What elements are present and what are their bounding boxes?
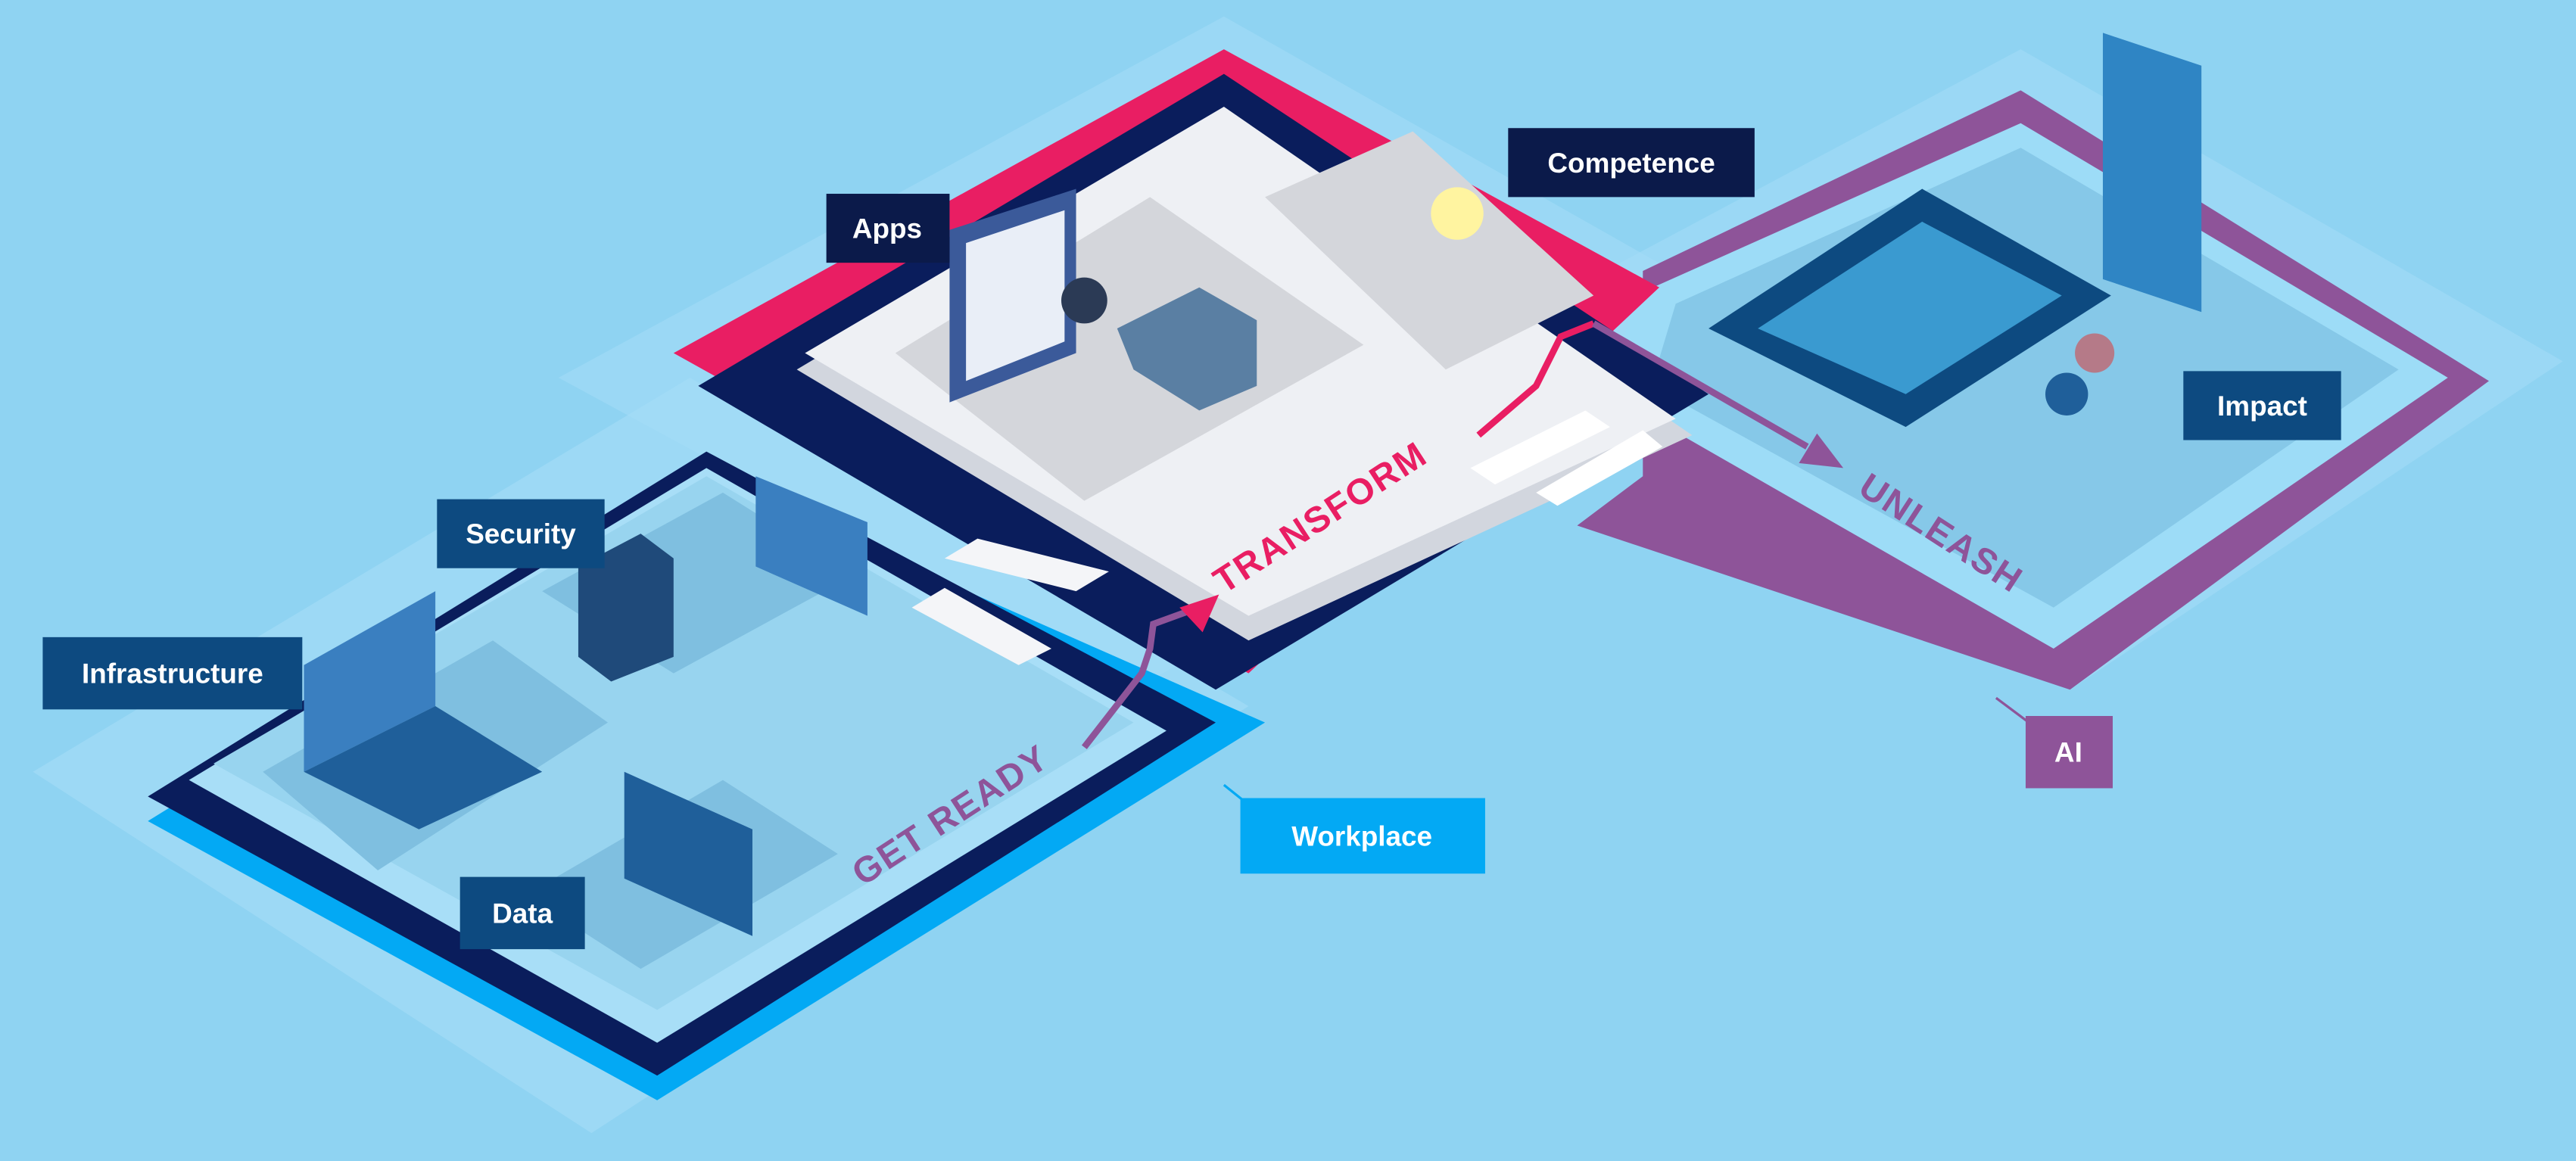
step [1536,430,1663,506]
step [1470,410,1610,485]
svg-text:Competence: Competence [1547,148,1715,179]
phone [2102,33,2202,313]
security-screen [755,476,867,616]
data-screen [624,771,752,936]
ai-leader [1995,696,2030,724]
laptop-screen [304,591,436,772]
competence-zone [1265,131,1594,370]
label-apps: Apps [826,194,950,263]
svg-text:Workplace: Workplace [1291,820,1432,851]
svg-text:AI: AI [2054,737,2082,768]
lightbulb-icon [1431,187,1484,240]
label-security: Security [437,499,605,568]
label-workplace: Workplace [1240,798,1485,874]
unleash-arrow [1592,320,1809,450]
laptop-base [304,705,543,830]
svg-text:Data: Data [492,898,553,929]
unleash-arrow-head [1799,433,1844,468]
gear-icon [2075,333,2115,373]
desk [1117,287,1257,411]
gear-icon [2045,372,2089,416]
svg-text:Infrastructure: Infrastructure [82,658,263,689]
tablet-screen [1758,221,2062,394]
svg-text:Impact: Impact [2217,391,2307,422]
label-ai: AI [2025,716,2113,789]
transform-arrow-head [1179,594,1219,633]
getready-platform-top [213,476,1134,1010]
getready-arrow [1081,601,1209,749]
transform-arrow [1476,320,1595,438]
step [911,587,1051,665]
step [944,538,1109,592]
svg-text:Apps: Apps [852,213,922,244]
label-competence: Competence [1508,128,1755,198]
gear-icon [1061,277,1107,324]
label-infrastructure: Infrastructure [42,637,303,710]
svg-text:Security: Security [466,518,576,549]
server-rack [578,534,674,682]
apps-screen-inner [966,210,1065,381]
label-data: Data [459,876,585,950]
label-impact: Impact [2183,371,2341,440]
